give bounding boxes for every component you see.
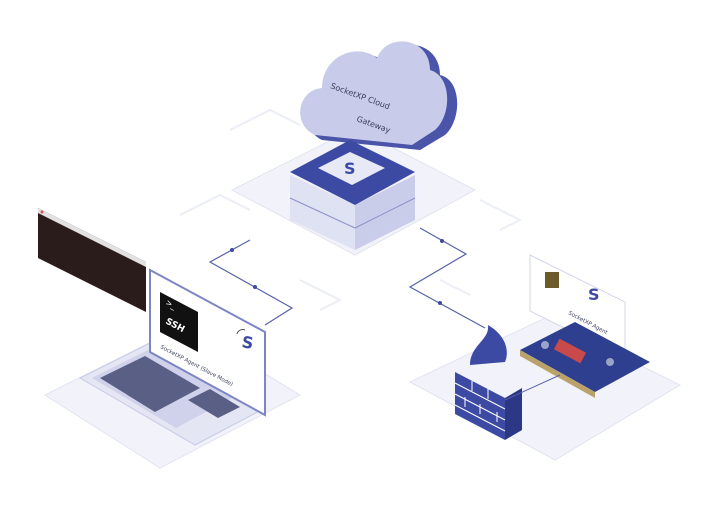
gear-device-icon <box>545 272 559 288</box>
background-traces <box>179 108 523 311</box>
terminal-icon: >_ SSH <box>160 292 198 352</box>
server-logo-letter: S <box>344 159 356 178</box>
laptop-icon: >_ SSH S SocketXP Agent (Slave Mode) <box>78 268 267 446</box>
laptop-connection <box>208 239 294 326</box>
laptop-logo-letter: S <box>240 332 255 353</box>
terminal-window <box>38 208 146 312</box>
cloud-icon: SocketXP Cloud Gateway <box>300 41 458 150</box>
circuit-board-icon <box>520 322 650 398</box>
firewall-icon <box>454 325 522 440</box>
device-logo-letter: S <box>588 285 600 304</box>
connection-dots <box>230 239 444 305</box>
firewall-device-link <box>504 374 561 401</box>
device-connection <box>408 227 486 329</box>
server-icon: S <box>289 140 416 250</box>
wifi-s-logo-icon <box>236 329 246 335</box>
